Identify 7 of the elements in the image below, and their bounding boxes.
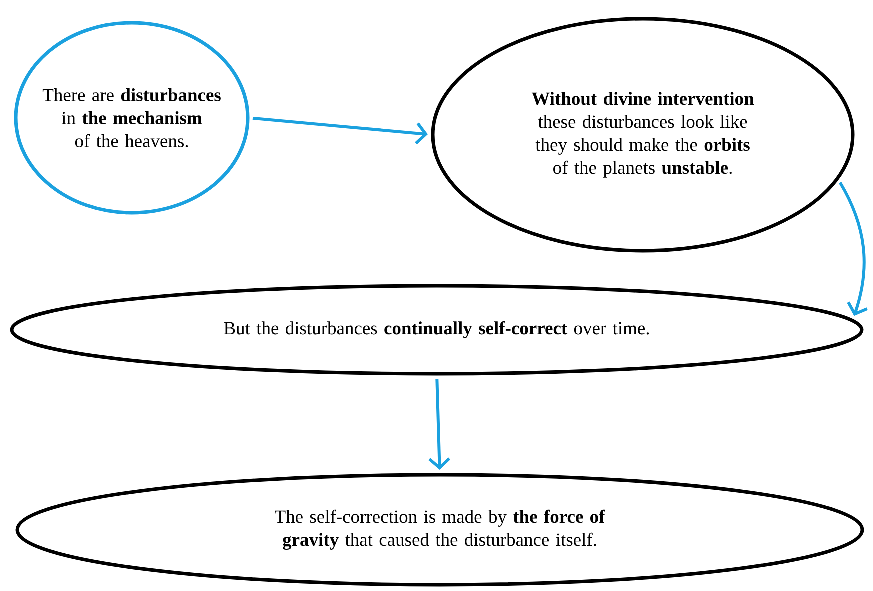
ellipse-box: Without divine intervention these disturbances look like they should make the orbits of the planets unstable.	[431, 17, 855, 253]
ellipse-box: But the disturbances continually self-correct over time.	[10, 284, 864, 376]
arrow	[428, 378, 451, 470]
arrow	[838, 182, 868, 316]
ellipse-box: The self-correction is made by the force of gravity that caused the disturbance itself.	[16, 473, 864, 587]
ellipse-box: There are disturbances in the mechanism of the heavens.	[14, 21, 250, 215]
arrow	[252, 116, 428, 145]
